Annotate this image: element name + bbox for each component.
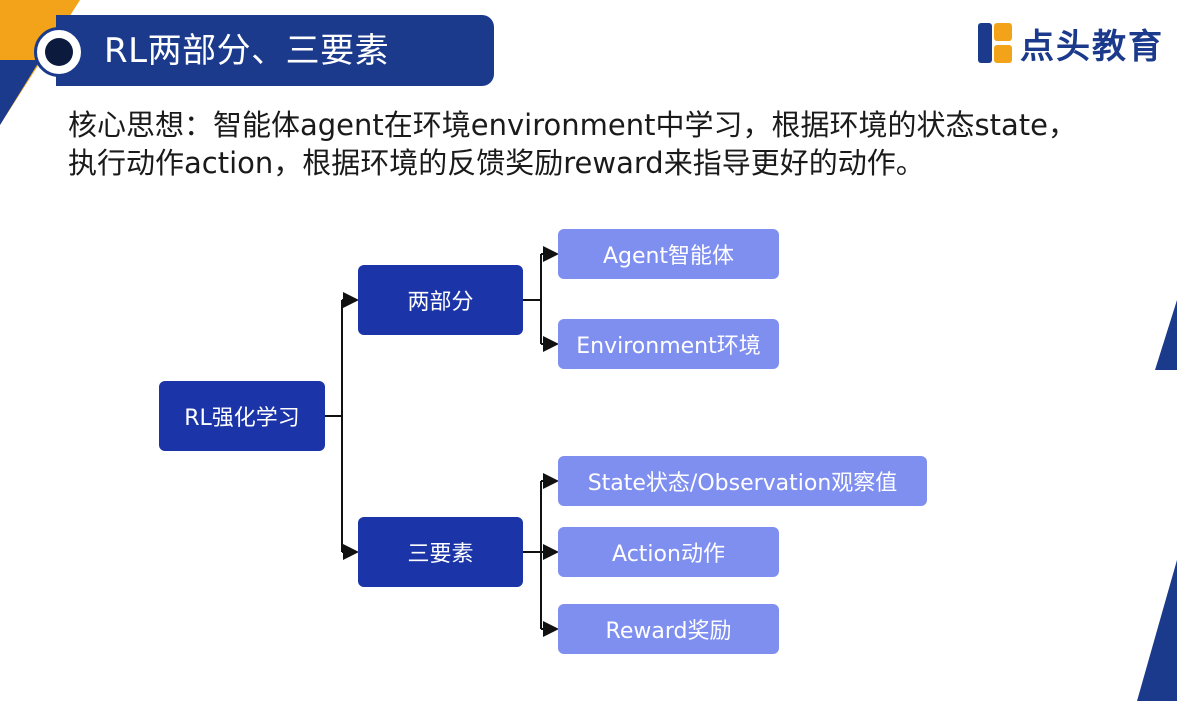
leaf-node-reward: Reward奖励	[558, 604, 779, 654]
page-title: RL两部分、三要素	[104, 31, 390, 71]
logo-text: 点头教育	[1020, 26, 1164, 67]
logo-mark-icon	[978, 21, 1014, 65]
intro-line-1: 核心思想：智能体agent在环境environment中学习，根据环境的状态st…	[68, 108, 1077, 142]
brand-logo: 点头教育	[978, 20, 1164, 67]
leaf-node-action: Action动作	[558, 527, 779, 577]
branch-node-parts: 两部分	[358, 265, 523, 335]
title-bar	[34, 15, 494, 86]
root-node: RL强化学习	[159, 381, 325, 451]
eye-icon	[34, 27, 84, 77]
intro-line-2: 执行动作action，根据环境的反馈奖励reward来指导更好的动作。	[68, 146, 925, 180]
leaf-node-environment: Environment环境	[558, 319, 779, 369]
leaf-node-state: State状态/Observation观察值	[558, 456, 927, 506]
intro-text: 核心思想：智能体agent在环境environment中学习，根据环境的状态st…	[68, 106, 1168, 182]
leaf-node-agent: Agent智能体	[558, 229, 779, 279]
right-decoration	[1137, 300, 1177, 701]
branch-node-elements: 三要素	[358, 517, 523, 587]
